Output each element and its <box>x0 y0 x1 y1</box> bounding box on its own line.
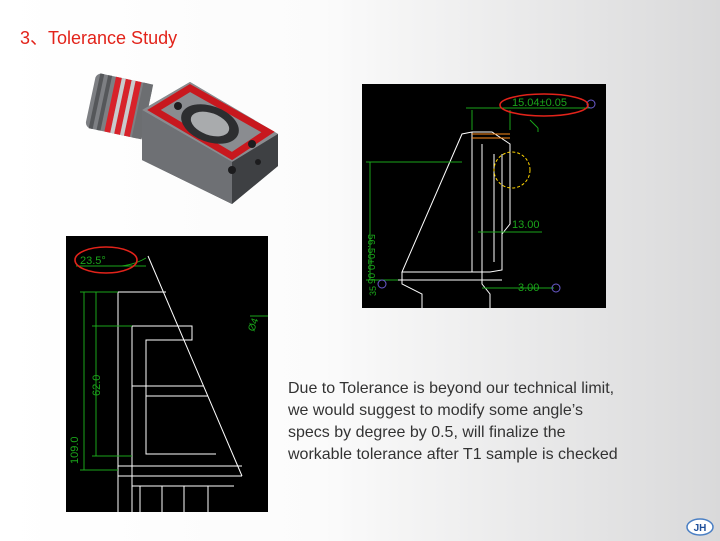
description-text: Due to Tolerance is beyond our technical… <box>288 378 708 466</box>
threaded-cylinder <box>85 73 154 140</box>
dim-outer-label: 109.0 <box>69 436 81 464</box>
part-render-image <box>82 70 282 210</box>
dim-vertical-label: 56.50±0.05 <box>365 234 376 284</box>
dim-bottom-label: 3.00 <box>518 282 539 294</box>
slide-title: 3、Tolerance Study <box>20 28 178 48</box>
dim-inner-label: 62.0 <box>91 375 103 396</box>
highlight-ring <box>499 93 589 117</box>
description-line: we would suggest to modify some angle’s <box>288 402 583 419</box>
angle-label: 23.5° <box>80 255 106 267</box>
dim-diameter-label: Ø4 <box>246 316 261 333</box>
cad-drawing-top: 15.04±0.05 13.00 3.00 56.50±0.05 35 <box>362 84 606 308</box>
description-line: workable tolerance after T1 sample is ch… <box>288 446 618 463</box>
company-logo: JH <box>686 518 714 536</box>
description-line: specs by degree by 0.5, will finalize th… <box>288 424 566 441</box>
cad-drawing-bottom: 23.5° 62.0 109.0 Ø4 <box>66 236 268 512</box>
highlight-ring <box>74 246 138 274</box>
dim-mid-label: 13.00 <box>512 219 540 231</box>
description-line: Due to Tolerance is beyond our technical… <box>288 380 615 397</box>
svg-text:JH: JH <box>694 523 707 534</box>
dim-small-label: 35 <box>368 286 378 296</box>
dim-width-label: 15.04±0.05 <box>512 97 567 109</box>
